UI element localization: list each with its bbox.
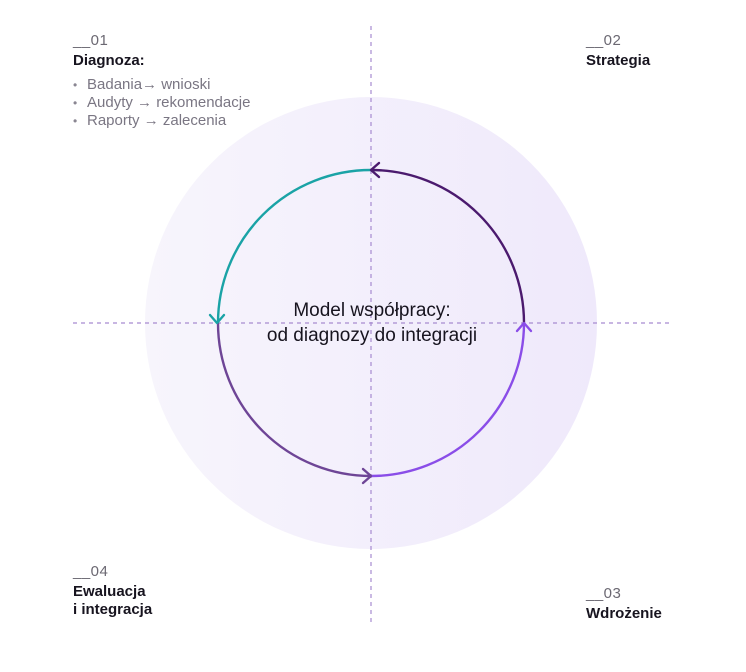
center-label-line2: od diagnozy do integracji (266, 325, 478, 346)
quadrant-title-line1: Ewaluacja (73, 583, 146, 600)
quadrant-number: __01 (73, 32, 109, 49)
quadrant-title: Diagnoza: (73, 52, 145, 69)
bullet-icon: • (73, 114, 78, 128)
center-label: Model współpracy: od diagnozy do integra… (198, 298, 546, 348)
arrowhead-bottom (361, 467, 373, 485)
arrowhead-left (208, 313, 226, 325)
bullet-list: • Badania→ wnioski • Audyty → rekomendac… (73, 76, 313, 130)
arrowhead-right (515, 321, 533, 333)
arc-wdrozenie (370, 322, 526, 478)
quadrant-title-line2: i integracja (73, 601, 153, 618)
center-label-line1: Model współpracy: (293, 300, 451, 321)
quadrant-wdrozenie: __03 Wdrożenie (586, 585, 706, 623)
list-item-text: Badania→ wnioski (87, 76, 211, 93)
bullet-icon: • (73, 78, 78, 92)
quadrant-ewaluacja: __04 Ewaluacja i integracja (73, 563, 233, 619)
arc-strategia (370, 168, 526, 324)
list-item-text: Audyty → rekomendacje (87, 94, 251, 111)
quadrant-number: __03 (586, 585, 622, 602)
quadrant-strategia: __02 Strategia (586, 32, 706, 70)
quadrant-number: __02 (586, 32, 622, 49)
quadrant-number: __04 (73, 563, 109, 580)
quadrant-title: Wdrożenie (586, 605, 662, 622)
arrowhead-top (369, 161, 381, 179)
arc-ewaluacja (216, 322, 372, 478)
list-item-text: Raporty → zalecenia (87, 112, 227, 129)
arc-diagnoza (216, 168, 372, 324)
list-item: • Raporty → zalecenia (73, 112, 313, 130)
quadrant-diagnoza: __01 Diagnoza: • Badania→ wnioski • Audy… (73, 32, 313, 130)
list-item: • Audyty → rekomendacje (73, 94, 313, 112)
list-item: • Badania→ wnioski (73, 76, 313, 94)
bullet-icon: • (73, 96, 78, 110)
quadrant-title: Strategia (586, 52, 651, 69)
